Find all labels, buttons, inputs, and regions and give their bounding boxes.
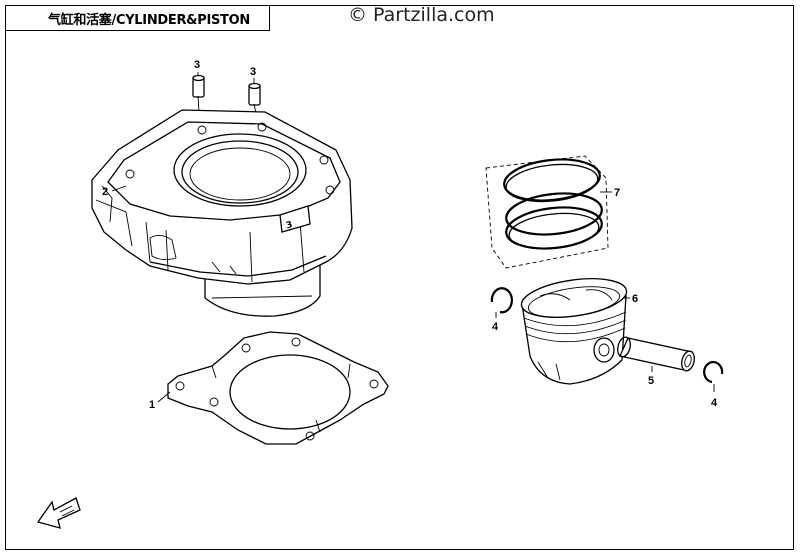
base-gasket[interactable]: [167, 331, 389, 445]
circlip-right[interactable]: [703, 360, 724, 392]
callout-7: 7: [614, 187, 620, 199]
callout-1: 1: [149, 399, 155, 411]
title-box: 气缸和活塞/CYLINDER&PISTON: [5, 5, 270, 31]
callout-3-right: 3: [250, 66, 256, 78]
diagram-frame: [5, 5, 794, 550]
front-direction-arrow-icon: [36, 497, 81, 529]
callout-3-left: 3: [194, 59, 200, 71]
piston-ring-set[interactable]: [485, 155, 609, 269]
callout-6: 6: [632, 293, 638, 305]
svg-text:3: 3: [285, 220, 294, 231]
callout-5: 5: [648, 375, 654, 387]
circlip-left[interactable]: [490, 287, 513, 318]
dowel-pin-left[interactable]: [192, 74, 205, 131]
callout-4-right: 4: [711, 397, 718, 409]
callout-2: 2: [102, 186, 108, 198]
watermark: © Partzilla.com: [348, 4, 495, 26]
piston[interactable]: [519, 273, 629, 385]
piston-pin[interactable]: [616, 336, 696, 372]
diagram-title: 气缸和活塞/CYLINDER&PISTON: [48, 12, 250, 28]
callout-4-left: 4: [492, 321, 499, 333]
leader-lines: [111, 72, 653, 403]
cylinder-block[interactable]: 3: [91, 109, 353, 317]
